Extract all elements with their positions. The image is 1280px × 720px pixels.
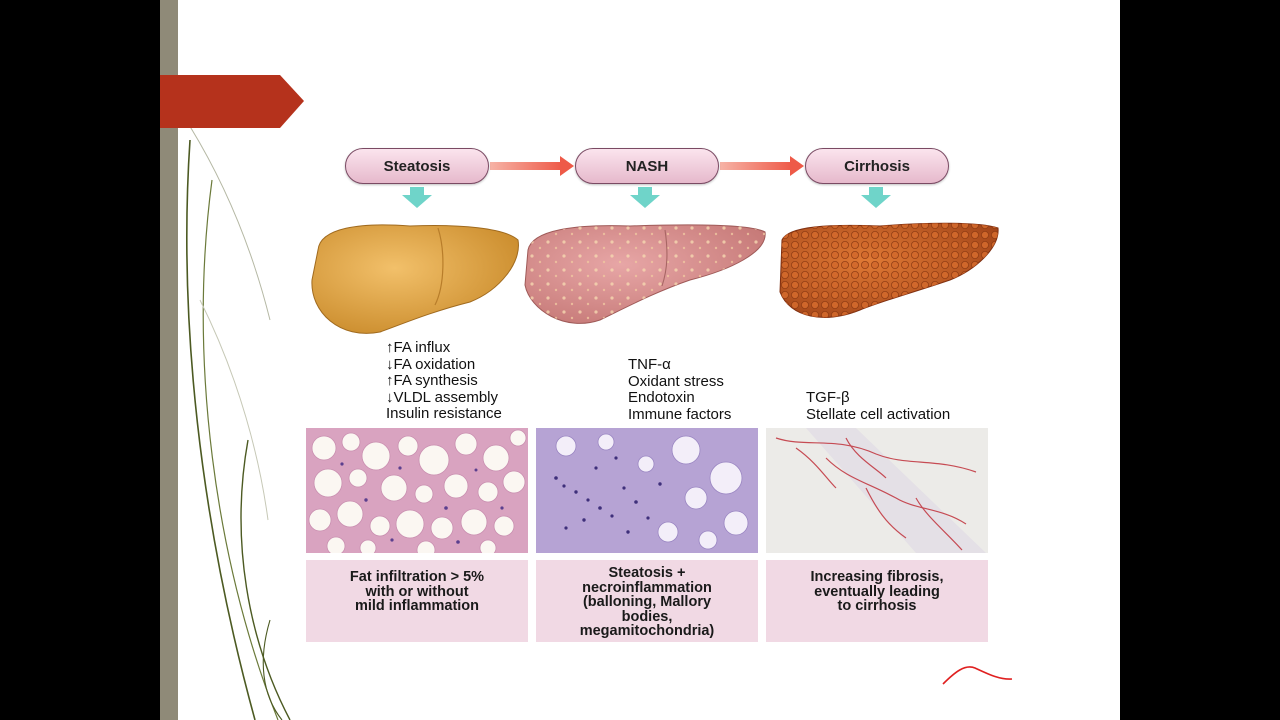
caption-nash: Steatosis + necroinflammation (balloning… <box>536 560 758 642</box>
factor-item: Endotoxin <box>628 389 695 406</box>
factor-item: ↑FA influx <box>386 339 451 356</box>
factor-item: Stellate cell activation <box>806 405 951 423</box>
stage-cirrhosis: Cirrhosis <box>805 148 949 184</box>
histology-cirrhosis-image <box>766 428 988 553</box>
decorative-grass-lines <box>185 119 291 720</box>
factor-item: Oxidant stress <box>628 372 724 390</box>
flow-arrow-2 <box>720 156 804 176</box>
liver-cirrhosis-icon <box>779 222 999 318</box>
histology-steatosis-image <box>306 428 528 553</box>
factor-item: Immune factors <box>628 405 732 423</box>
down-arrow-3 <box>861 187 891 208</box>
factor-item: ↓VLDL assembly <box>386 388 498 406</box>
title-arrow-shape <box>160 75 304 128</box>
factor-item: ↑FA synthesis <box>386 372 478 389</box>
factor-item: Insulin resistance <box>386 405 502 422</box>
caption-cirrhosis: Increasing fibrosis, eventually leading … <box>766 560 988 642</box>
histology-nash-image <box>536 428 758 553</box>
side-bar <box>160 0 178 720</box>
down-arrow-2 <box>630 187 660 208</box>
slide: Steatosis NASH Cirrhosis <box>160 0 1120 720</box>
factor-item: ↓FA oxidation <box>386 355 476 373</box>
factors-cirrhosis: TGF-β Stellate cell activation <box>806 389 951 423</box>
stage-nash: NASH <box>575 148 719 184</box>
factors-nash: TNF-α Oxidant stress Endotoxin Immune fa… <box>628 356 732 423</box>
factor-item: TNF-α <box>628 356 671 373</box>
stage-steatosis: Steatosis <box>345 148 489 184</box>
factor-item: TGF-β <box>806 389 850 406</box>
caption-steatosis: Fat infiltration > 5% with or without mi… <box>306 560 528 642</box>
liver-nash-icon <box>524 224 766 324</box>
factors-steatosis: ↑FA influx ↓FA oxidation ↑FA synthesis ↓… <box>386 339 502 423</box>
flow-arrow-1 <box>490 156 574 176</box>
